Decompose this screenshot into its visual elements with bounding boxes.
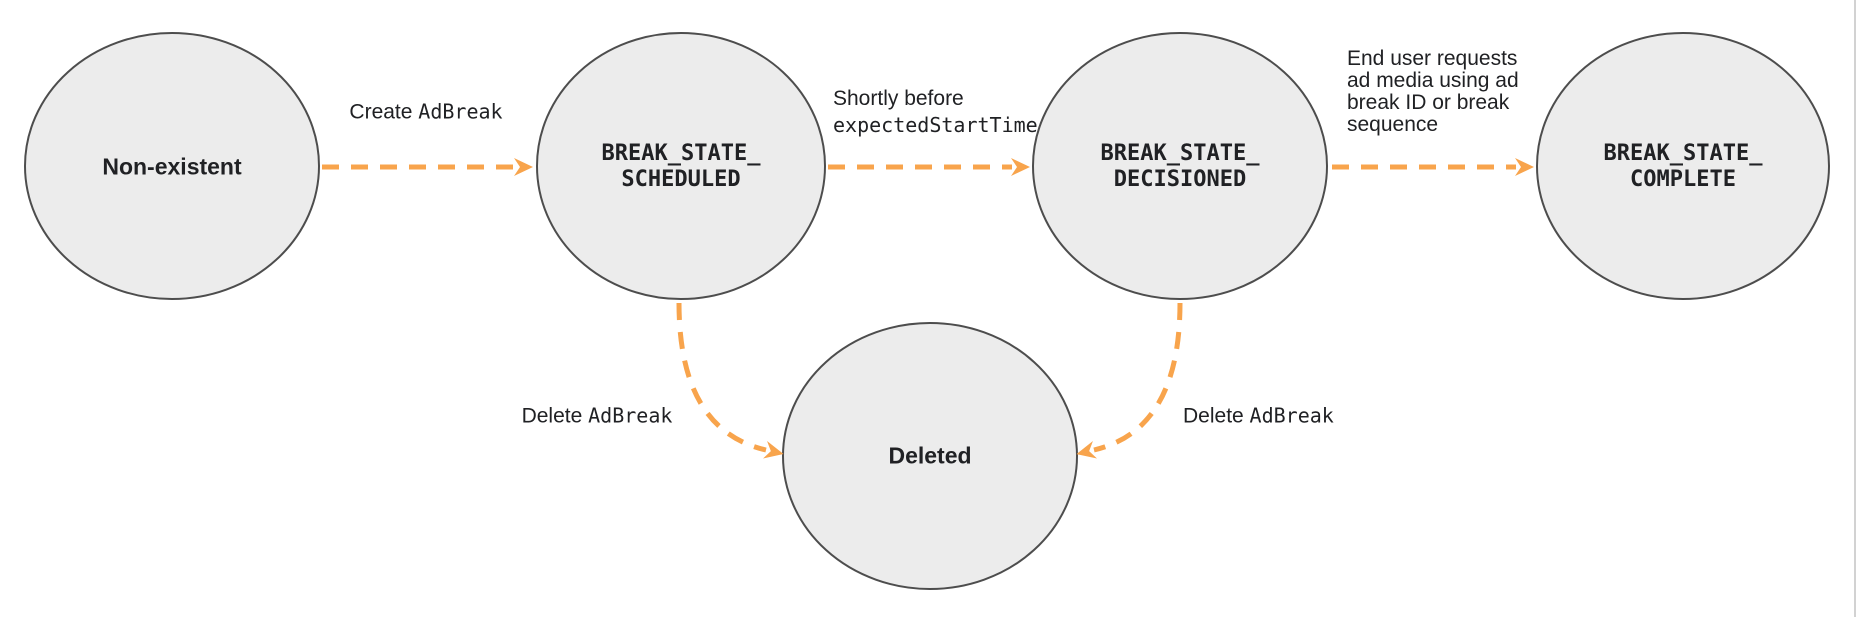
- transition-label-plain-text: Delete: [1183, 404, 1250, 428]
- state-node-break-state-decisioned: [1032, 32, 1328, 300]
- state-label-non-existent: Non-existent: [102, 154, 241, 181]
- state-label-deleted: Deleted: [888, 443, 971, 470]
- transition-label-shortly-before-expected-start-time: Shortly before expectedStartTime: [833, 86, 1038, 138]
- transition-label-code-text: AdBreak: [588, 403, 673, 428]
- state-label-text: COMPLETE: [1630, 167, 1736, 192]
- transition-label-line: ad media using ad: [1347, 69, 1519, 92]
- state-node-break-state-scheduled: [536, 32, 826, 300]
- state-label-text: SCHEDULED: [621, 167, 741, 192]
- transition-label-plain-text: Delete: [521, 404, 589, 428]
- transition-label-plain-text: Create: [349, 100, 419, 124]
- transition-label-line: break ID or break: [1347, 91, 1510, 114]
- transition-label-code-text: expectedStartTime: [833, 113, 1038, 137]
- state-node-break-state-complete: [1536, 32, 1830, 300]
- state-label-text: BREAK_STATE_: [1100, 141, 1260, 166]
- state-label-break-state-decisioned: BREAK_STATE_ DECISIONED: [1101, 141, 1260, 193]
- transition-label-plain-text: Shortly before: [833, 87, 964, 110]
- transition-label-create-adbreak: Create AdBreak: [349, 99, 502, 126]
- transition-label-code-text: AdBreak: [1249, 403, 1334, 428]
- state-label-text: Non-existent: [102, 153, 242, 180]
- state-label-text: Deleted: [888, 442, 972, 469]
- transition-label-line: End user requests: [1347, 47, 1518, 70]
- state-label-break-state-scheduled: BREAK_STATE_ SCHEDULED: [602, 141, 761, 193]
- state-label-text: BREAK_STATE_: [601, 141, 761, 166]
- state-node-non-existent: [24, 32, 320, 300]
- transition-label-code-text: AdBreak: [418, 99, 503, 124]
- transition-label-end-user-requests-ad-media: End user requests ad media using ad brea…: [1347, 48, 1519, 136]
- transition-arrow-delete-adbreak-from-scheduled: [676, 302, 784, 459]
- transition-arrow-delete-adbreak-from-decisioned: [1076, 302, 1183, 459]
- state-label-text: BREAK_STATE_: [1603, 141, 1763, 166]
- state-label-break-state-complete: BREAK_STATE_ COMPLETE: [1604, 141, 1763, 193]
- transition-label-delete-adbreak-from-scheduled: Delete AdBreak: [522, 403, 673, 430]
- transition-label-delete-adbreak-from-decisioned: Delete AdBreak: [1183, 403, 1334, 430]
- transition-label-line: sequence: [1347, 113, 1439, 136]
- state-label-text: DECISIONED: [1113, 167, 1247, 192]
